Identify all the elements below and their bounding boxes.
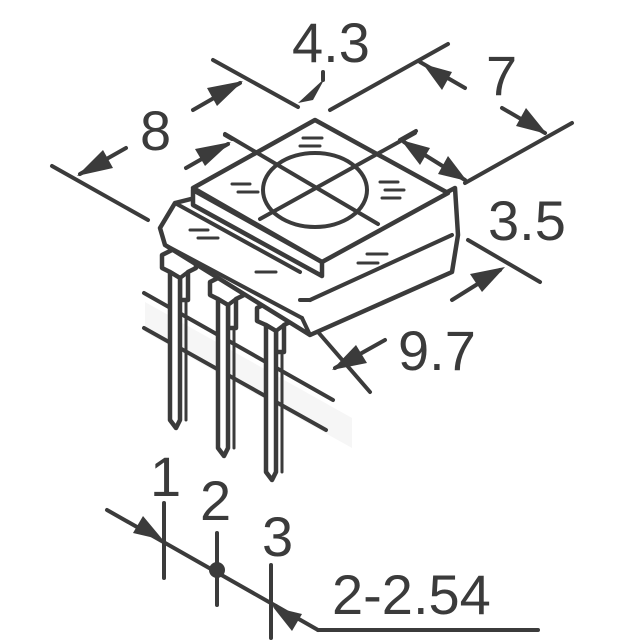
component-body <box>157 117 461 338</box>
pin-labels: 1 2 3 <box>150 445 293 568</box>
dimension-8: 8 <box>50 58 300 222</box>
dim-label-7: 7 <box>486 44 517 107</box>
dimension-3-5: 3.5 <box>398 129 566 302</box>
pin-3 <box>254 296 295 483</box>
dim-label-9-7: 9.7 <box>398 319 476 382</box>
dimension-4-3: 4.3 <box>292 11 450 112</box>
surface-hatching <box>188 136 406 274</box>
dimension-7: 7 <box>418 44 574 185</box>
pin-label-3: 3 <box>262 505 293 568</box>
dim-label-pitch: 2-2.54 <box>332 563 491 626</box>
dim-label-3-5: 3.5 <box>488 189 566 252</box>
dim-label-4-3: 4.3 <box>292 11 370 74</box>
dimension-9-7: 9.7 <box>316 319 476 394</box>
pin-label-2: 2 <box>200 469 231 532</box>
pin-2 <box>207 270 247 459</box>
dimension-pin-pitch: 2-2.54 <box>105 501 540 640</box>
pin-label-1: 1 <box>150 445 181 508</box>
dim-label-8: 8 <box>140 99 171 162</box>
